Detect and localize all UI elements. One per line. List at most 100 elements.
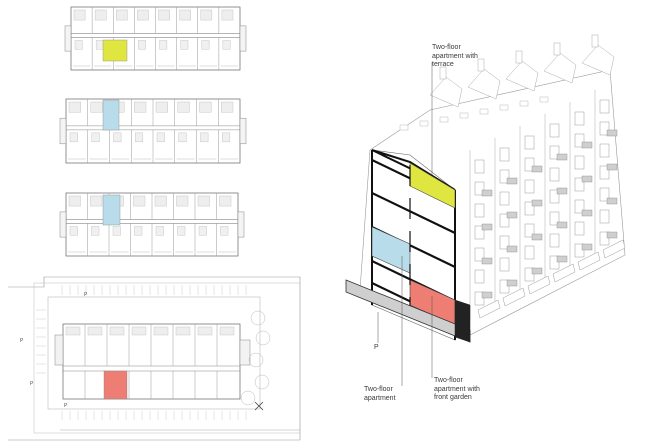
window — [499, 169, 510, 184]
window — [524, 267, 535, 282]
floor-plans — [59, 6, 247, 257]
label-two-floor-apartment-with-terrace: Two-floor apartment with terrace — [432, 44, 478, 70]
balcony — [556, 221, 568, 229]
floor-plan — [64, 6, 247, 71]
window — [599, 231, 610, 246]
balcony — [506, 245, 518, 253]
site-parking-mark: P — [20, 338, 24, 344]
plan-room — [137, 9, 149, 21]
plan-room — [68, 195, 81, 207]
balcony — [481, 223, 493, 231]
balcony — [481, 291, 493, 299]
plan-bathroom — [159, 40, 168, 50]
window — [599, 165, 610, 180]
window — [524, 245, 535, 260]
plan-stair — [59, 117, 67, 145]
plan-room — [197, 195, 210, 207]
plan-room — [197, 326, 213, 336]
window — [549, 233, 560, 248]
tree — [255, 330, 271, 346]
window — [574, 155, 585, 170]
plan-room — [179, 9, 191, 21]
label-parking: P — [374, 344, 379, 351]
plan-bathroom — [113, 132, 122, 143]
plan-room — [153, 326, 169, 336]
plan-bathroom — [156, 132, 165, 143]
ground-floor-plan — [54, 323, 251, 400]
plan-bathroom — [69, 226, 78, 236]
plan-room — [221, 101, 234, 113]
balcony — [606, 163, 618, 171]
plan-room — [109, 326, 125, 336]
plan-stair — [237, 211, 245, 238]
plan-room — [94, 9, 107, 21]
plan-room — [219, 326, 235, 336]
balcony — [531, 267, 543, 275]
roof-window — [459, 112, 469, 119]
window — [474, 159, 485, 174]
entrance-arrow — [254, 401, 264, 411]
window — [599, 209, 610, 224]
balcony — [531, 165, 543, 173]
window — [499, 147, 510, 162]
label-line: Two-floor — [364, 386, 393, 393]
window — [474, 247, 485, 262]
chimney — [439, 66, 447, 80]
plan-room — [176, 195, 189, 207]
label-line: Two-floor — [434, 377, 463, 384]
plan-bathroom — [95, 40, 104, 50]
plan-highlighted-unit — [103, 370, 128, 400]
site-parking-mark: P — [84, 292, 88, 298]
site-road-inner — [47, 296, 261, 410]
plan-stair — [239, 25, 247, 52]
plan-room — [134, 101, 147, 113]
window — [549, 167, 560, 182]
plan-room — [131, 326, 147, 336]
tree — [248, 352, 264, 368]
window — [474, 203, 485, 218]
window — [499, 257, 510, 272]
plan-bathroom — [198, 226, 207, 236]
label-line: apartment with — [434, 385, 480, 393]
label-two-floor-apartment-with-front-garden: Two-floor apartment with front garden — [434, 377, 480, 403]
balcony — [581, 175, 593, 183]
window — [574, 133, 585, 148]
roof-window — [519, 100, 529, 107]
tree — [250, 310, 266, 326]
ground-section-cut — [454, 299, 471, 343]
plan-bathroom — [201, 40, 210, 50]
plan-room — [116, 9, 128, 21]
plan-room — [221, 9, 234, 21]
roof-window — [399, 124, 409, 131]
plan-room — [154, 195, 167, 207]
plan-highlighted-unit — [102, 194, 121, 226]
plan-room — [68, 101, 81, 113]
window — [524, 201, 535, 216]
window — [474, 269, 485, 284]
roof-dormer — [505, 60, 539, 92]
plan-room — [87, 326, 103, 336]
window — [549, 123, 560, 138]
window — [499, 235, 510, 250]
front-garden-wall — [552, 263, 576, 283]
site-parking-mark: P — [30, 381, 34, 387]
label-line: terrace — [432, 61, 454, 68]
balcony — [581, 141, 593, 149]
window — [549, 189, 560, 204]
balcony — [606, 197, 618, 205]
window — [499, 191, 510, 206]
label-line: Two-floor — [432, 44, 461, 51]
plan-bathroom — [138, 40, 146, 50]
window — [574, 199, 585, 214]
floor-plan — [59, 192, 245, 257]
plan-highlighted-unit — [102, 39, 128, 62]
plan-room — [65, 326, 81, 336]
site-boundary — [8, 276, 301, 441]
front-garden-wall — [477, 299, 501, 319]
chimney — [553, 42, 561, 56]
plan-room — [199, 101, 212, 113]
site-plan — [8, 276, 301, 441]
tree — [254, 374, 270, 390]
plan-room — [155, 101, 168, 113]
